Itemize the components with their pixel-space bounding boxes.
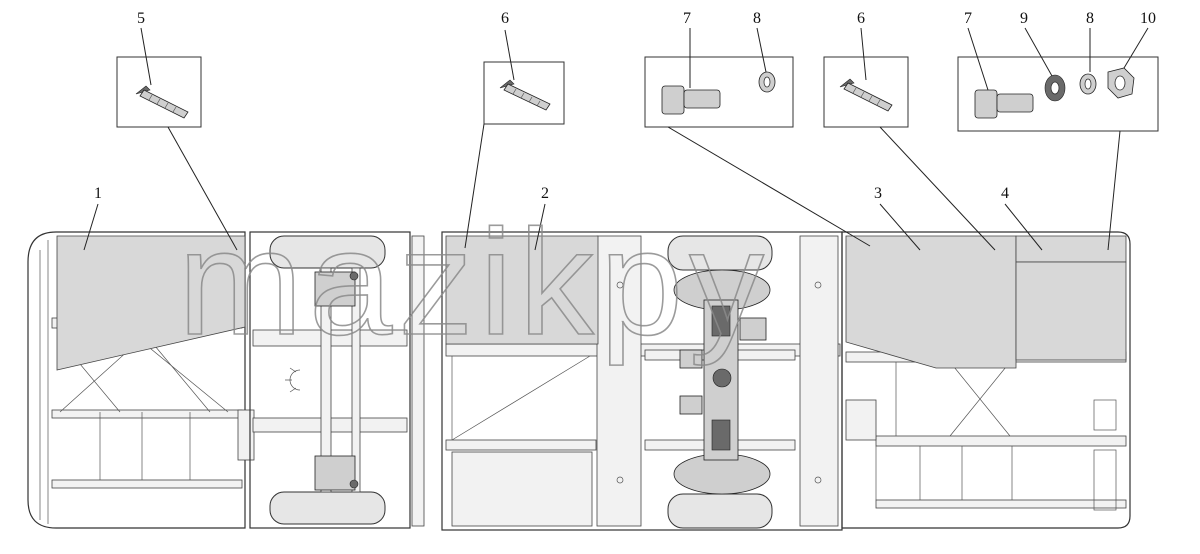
screw-icon [839, 78, 893, 112]
watermark: mazikpy [178, 198, 770, 366]
callout-2: 2 [541, 185, 549, 202]
front-axle [249, 231, 425, 529]
callout-3: 3 [874, 185, 882, 202]
bolt-icon [661, 85, 721, 115]
rear-section [841, 231, 1131, 529]
screw-icon [499, 79, 551, 111]
leader-lines [83, 27, 1149, 251]
callout-numbers: 5 6 7 8 6 7 9 8 10 1 2 3 4 [94, 10, 1156, 202]
spring-washer-icon [1079, 73, 1097, 95]
callout-4: 4 [1001, 185, 1009, 202]
callout-8-second: 8 [1086, 10, 1094, 27]
inset-bolt-7-8 [644, 56, 794, 128]
callout-10: 10 [1140, 10, 1156, 27]
nut-icon [1107, 67, 1135, 99]
screw-icon [135, 85, 189, 119]
rear-axle [667, 235, 773, 529]
floor-panel-2 [445, 235, 599, 345]
inset-screw-6a [483, 61, 565, 125]
callout-7: 7 [683, 10, 691, 27]
washer-icon [758, 71, 776, 93]
callout-5: 5 [137, 10, 145, 27]
callout-9: 9 [1020, 10, 1028, 27]
callout-8: 8 [753, 10, 761, 27]
callout-1: 1 [94, 185, 102, 202]
front-section [27, 231, 255, 529]
callout-6-second: 6 [857, 10, 865, 27]
floor-panel-4-lower [1015, 261, 1127, 361]
inset-screw-6b [823, 56, 909, 128]
callout-6: 6 [501, 10, 509, 27]
floor-panel-1 [56, 235, 246, 371]
washer-icon [1044, 74, 1066, 102]
bolt-icon [974, 89, 1034, 119]
inset-screw-5 [116, 56, 202, 128]
callout-7-second: 7 [964, 10, 972, 27]
middle-section [441, 231, 843, 531]
inset-bolt-7-9-8-10 [957, 56, 1159, 132]
floor-panel-3 [845, 235, 1017, 369]
